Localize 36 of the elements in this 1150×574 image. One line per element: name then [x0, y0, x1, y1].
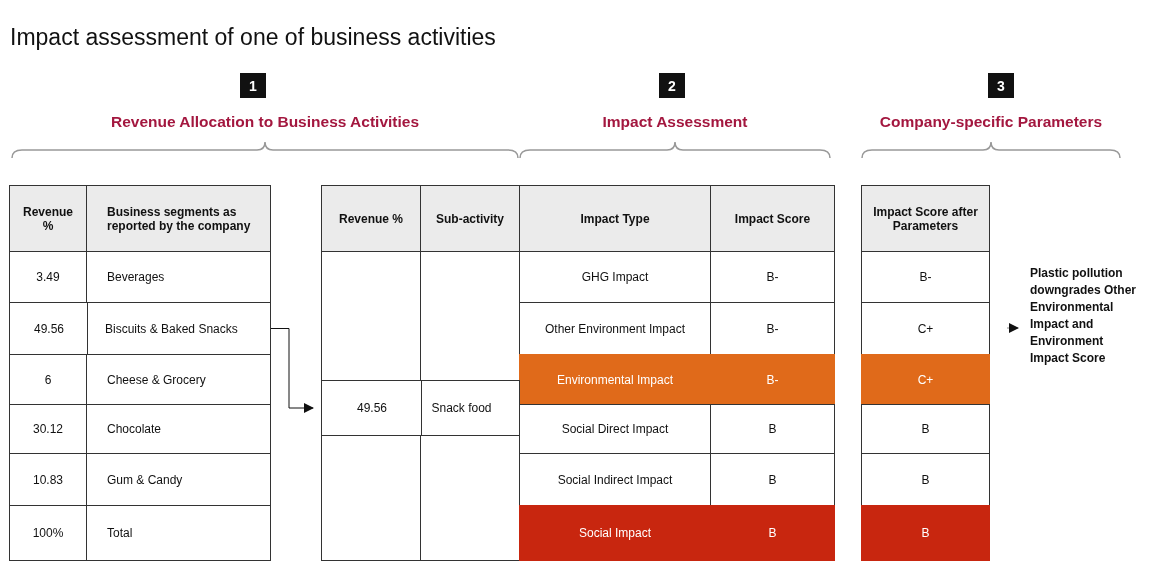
table-cell: 100% — [9, 505, 87, 561]
section-heading: Impact Assessment — [601, 113, 749, 131]
table-cell: B — [710, 505, 835, 561]
table-cell: B- — [861, 251, 990, 303]
step-number: 3 — [988, 73, 1014, 98]
step-number: 1 — [240, 73, 266, 98]
arrow — [270, 328, 314, 413]
column-header: Business segments as reported by the company — [86, 185, 271, 252]
column-header: Revenue % — [9, 185, 87, 252]
table-cell: C+ — [861, 354, 990, 405]
step-number: 2 — [659, 73, 685, 98]
table-row — [9, 302, 271, 355]
note: Plastic pollution downgrades Other Environmental Impact and Environment Impact Score — [1030, 265, 1140, 367]
activity-name: Biscuits & Baked Snacks — [105, 320, 239, 338]
table-cell: B — [710, 404, 835, 454]
section-heading: Company-specific Parameters — [878, 113, 1104, 131]
section-heading: Revenue Allocation to Business Activities — [109, 113, 421, 131]
column-header: Impact Score after Parameters — [861, 185, 990, 252]
table-row — [321, 380, 520, 436]
table-cell: B — [861, 505, 990, 561]
table-cell: Environmental Impact — [519, 354, 711, 405]
activity-name: Snack food — [430, 400, 493, 417]
table-cell: B — [861, 453, 990, 506]
table-cell: B- — [710, 354, 835, 405]
table-cell: Social Impact — [519, 505, 711, 561]
table-cell: Total — [86, 505, 271, 561]
pointer-arrow — [1006, 323, 1019, 333]
revenue-value: 49.56 — [33, 320, 65, 338]
table-cell: C+ — [861, 302, 990, 355]
column-header: Revenue % — [321, 185, 421, 252]
column-header: Impact Type — [519, 185, 711, 252]
column-header: Sub-activity — [420, 185, 520, 252]
title: Impact assessment of one of business activities — [10, 24, 496, 51]
table-cell: B — [861, 404, 990, 454]
column-header: Impact Score — [710, 185, 835, 252]
revenue-value: 49.56 — [356, 400, 388, 417]
